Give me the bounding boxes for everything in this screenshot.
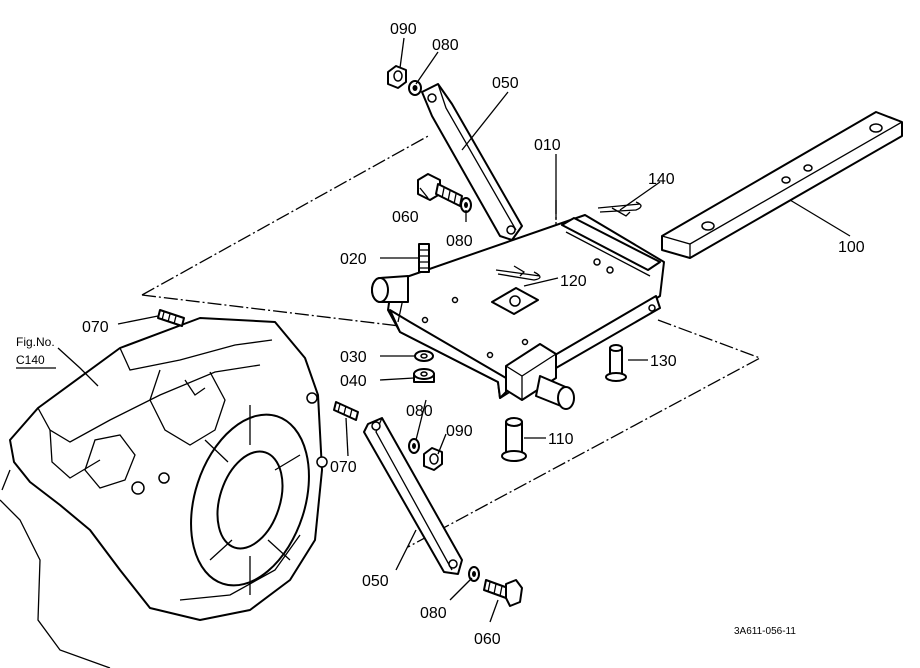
washer-080-low <box>408 438 420 454</box>
pin-140 <box>597 201 642 217</box>
stay-050-bottom <box>363 417 463 575</box>
callout-030: 030 <box>340 349 367 366</box>
callout-100: 100 <box>838 239 865 256</box>
callout-080-low: 080 <box>406 403 433 420</box>
callout-090-top: 090 <box>390 21 417 38</box>
callout-090-low: 090 <box>446 423 473 440</box>
callout-110: 110 <box>548 431 574 448</box>
figure-reference-line2: C140 <box>16 353 45 367</box>
callout-140: 140 <box>648 171 675 188</box>
nut-040 <box>413 368 435 383</box>
figure-reference-line1: Fig.No. <box>16 335 55 349</box>
callout-070-left: 070 <box>82 319 109 336</box>
figure-reference: Fig.No. C140 <box>16 335 56 369</box>
callout-060-bottom: 060 <box>474 631 501 648</box>
callout-050-top: 050 <box>492 75 519 92</box>
washer-080-bottom <box>468 566 480 582</box>
callout-010: 010 <box>534 137 561 154</box>
washer-080-top <box>408 80 422 96</box>
callout-040: 040 <box>340 373 367 390</box>
stay-050-top <box>421 83 523 241</box>
main-bracket-010 <box>371 214 665 410</box>
stud-070-left <box>157 309 185 327</box>
callout-050-low: 050 <box>362 573 389 590</box>
pin-130 <box>605 344 627 382</box>
callout-labels: 090 080 050 010 140 060 080 020 120 100 … <box>82 21 865 648</box>
transmission-case <box>0 317 328 668</box>
stud-070-lower <box>333 401 359 421</box>
callout-070-low: 070 <box>330 459 357 476</box>
callout-060-top: 060 <box>392 209 419 226</box>
callout-020: 020 <box>340 251 367 268</box>
callout-130: 130 <box>650 353 677 370</box>
nut-090-top <box>387 65 407 89</box>
callout-080-bottom: 080 <box>420 605 447 622</box>
bolt-060-top <box>417 173 463 207</box>
callout-080-mid: 080 <box>446 233 473 250</box>
drawbar-100 <box>661 111 903 259</box>
bolt-060-bottom <box>483 579 523 607</box>
washer-030 <box>414 350 434 362</box>
pin-020 <box>418 243 430 273</box>
pin-120 <box>495 265 541 281</box>
callout-leaders <box>57 37 851 623</box>
callout-080-top: 080 <box>432 37 459 54</box>
washer-080-mid <box>460 197 472 213</box>
pin-110 <box>501 417 527 462</box>
callout-120: 120 <box>560 273 587 290</box>
figure-caption: 3A611-056-11 <box>734 626 796 637</box>
